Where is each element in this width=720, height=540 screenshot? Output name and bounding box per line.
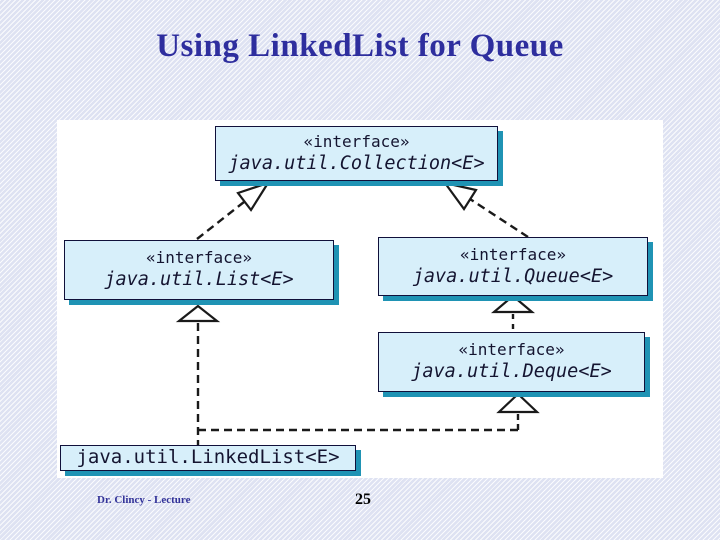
stereotype-label: «interface»	[458, 340, 565, 360]
stereotype-label: «interface»	[460, 244, 566, 264]
footer-page-number: 25	[355, 491, 371, 508]
diagram-panel: «interface» java.util.Collection<E> «int…	[57, 120, 663, 478]
class-name: java.util.List<E>	[104, 269, 294, 291]
slide-title: Using LinkedList for Queue	[156, 28, 564, 64]
uml-node-queue: «interface» java.util.Queue<E>	[378, 237, 648, 296]
uml-node-collection: «interface» java.util.Collection<E>	[215, 126, 498, 181]
stereotype-label: «interface»	[303, 131, 410, 151]
uml-node-deque: «interface» java.util.Deque<E>	[378, 332, 645, 392]
uml-node-linkedlist: java.util.LinkedList<E>	[60, 445, 356, 471]
class-name: java.util.Queue<E>	[412, 265, 614, 287]
uml-connector-lines	[175, 180, 540, 445]
stereotype-label: «interface»	[146, 248, 252, 268]
footer-author: Dr. Clincy - Lecture	[97, 494, 191, 506]
class-name: java.util.Collection<E>	[228, 152, 485, 174]
class-name: java.util.LinkedList<E>	[76, 446, 340, 469]
class-name: java.util.Deque<E>	[411, 361, 612, 383]
uml-node-list: «interface» java.util.List<E>	[64, 240, 334, 300]
